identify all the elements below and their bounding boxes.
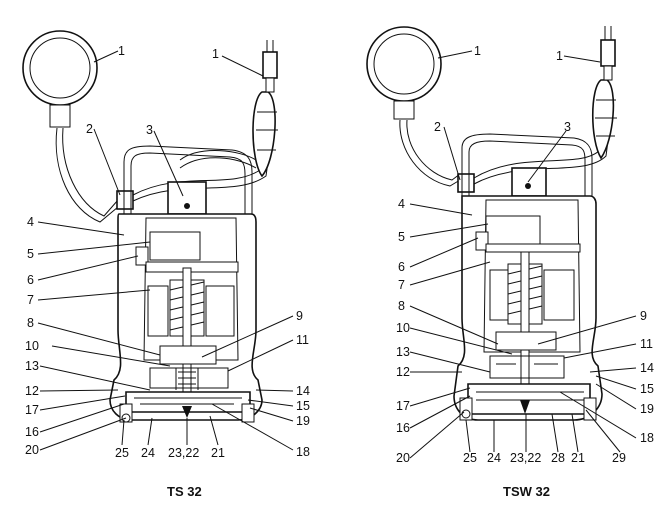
callout-label: 3 [146,123,153,137]
pump-ts32 [22,30,278,423]
cable-coil [252,91,278,178]
callout-label: 6 [27,273,34,287]
float-switch-icon [366,26,442,120]
callout-label: 24 [487,451,501,465]
callout-label: 12 [396,365,410,379]
plug-icon [262,40,278,93]
callout-label: 13 [396,345,410,359]
callout-label: 18 [640,431,654,445]
callout-label: 8 [398,299,405,313]
callout-label: 16 [25,425,39,439]
callout-label: 21 [571,451,585,465]
callout-label: 16 [396,421,410,435]
callout-label: 29 [612,451,626,465]
caption-left: TS 32 [167,484,202,499]
callout-label: 1 [118,44,125,58]
callout-label: 15 [640,382,654,396]
callout-label: 20 [396,451,410,465]
callout-label: 19 [640,402,654,416]
callout-label: 17 [396,399,410,413]
callout-label: 17 [25,403,39,417]
callout-label: 19 [296,414,310,428]
callout-label: 2 [86,122,93,136]
callout-label: 7 [27,293,34,307]
callout-label: 1 [556,49,563,63]
caption-right: TSW 32 [503,484,550,499]
callout-label: 3 [564,120,571,134]
cable-clamp [457,173,475,193]
cable-clamp [116,190,134,210]
callout-label: 4 [27,215,34,229]
callout-label: 1 [474,44,481,58]
callout-label: 24 [141,446,155,460]
callout-label: 23,22 [510,451,541,465]
callout-label: 6 [398,260,405,274]
callout-label: 21 [211,446,225,460]
callout-label: 10 [25,339,39,353]
callout-label: 12 [25,384,39,398]
callout-label: 1 [212,47,219,61]
callout-label: 25 [463,451,477,465]
labels-right: 1 1 2 3 4 5 6 7 8 9 10 11 13 14 12 15 17… [396,44,654,465]
leader-lines [37,50,637,459]
callout-label: 9 [640,309,647,323]
callout-label: 25 [115,446,129,460]
float-switch-icon [22,30,98,128]
callout-label: 10 [396,321,410,335]
callout-label: 5 [27,247,34,261]
callout-label: 28 [551,451,565,465]
callout-label: 11 [296,333,309,347]
labels-left: 1 1 2 3 4 5 6 7 8 9 10 11 13 12 14 17 15… [25,44,310,460]
callout-label: 7 [398,278,405,292]
cable-coil [591,79,617,160]
callout-label: 14 [640,361,654,375]
callout-label: 18 [296,445,310,459]
callout-label: 5 [398,230,405,244]
callout-label: 11 [640,337,653,351]
callout-label: 20 [25,443,39,457]
callout-label: 4 [398,197,405,211]
callout-label: 23,22 [168,446,199,460]
callout-label: 8 [27,316,34,330]
callout-label: 14 [296,384,310,398]
callout-label: 9 [296,309,303,323]
callout-label: 13 [25,359,39,373]
callout-label: 15 [296,399,310,413]
plug-icon [600,26,616,81]
pump-tsw32 [366,26,617,421]
callout-label: 2 [434,120,441,134]
